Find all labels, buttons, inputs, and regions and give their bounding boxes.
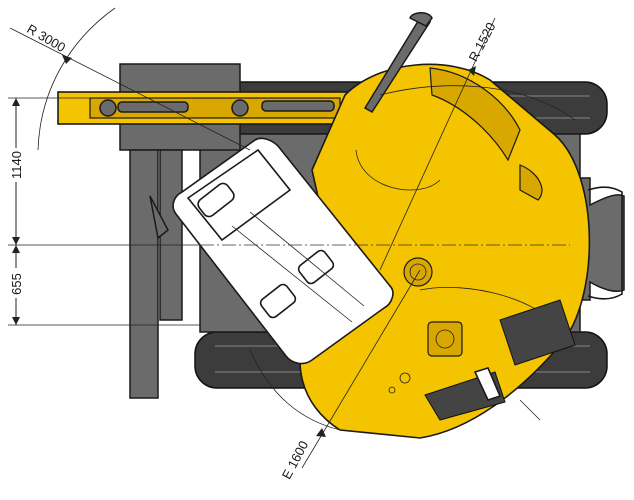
body-contour — [355, 149, 441, 191]
arm-cylinder — [117, 101, 189, 113]
boom-assembly — [57, 63, 359, 399]
engine-hood-shade — [429, 67, 521, 162]
fuel-cap-base — [427, 321, 463, 357]
label-r1520: R 1520 — [466, 20, 499, 64]
bucket-pin — [99, 99, 117, 117]
filler-a — [399, 372, 411, 384]
label-655: 655 — [9, 273, 24, 295]
boom-support-inner — [159, 149, 183, 321]
side-light — [519, 164, 543, 201]
boom-hook — [149, 195, 169, 240]
leader-r1520 — [379, 17, 496, 271]
cab-roof-lines — [231, 211, 365, 323]
dimension-lines — [8, 7, 576, 469]
arm-pin — [231, 99, 249, 117]
cab-wiper — [197, 182, 235, 218]
arrow-r3000 — [62, 55, 72, 64]
operator-cab — [172, 137, 394, 365]
arrow-e1600 — [316, 428, 326, 437]
mirror-arm — [363, 17, 432, 114]
leader-rear — [519, 399, 541, 421]
grille-handle — [473, 367, 502, 401]
mirror-head — [409, 12, 433, 27]
label-1140: 1140 — [9, 151, 24, 179]
arrow-r1520 — [468, 66, 476, 76]
upper-structure — [299, 12, 591, 439]
fuel-cap — [435, 329, 455, 349]
leader-r3000 — [9, 27, 251, 151]
arc-r1520 — [379, 85, 576, 121]
boom-cylinder — [261, 100, 335, 112]
swing-center-ring — [409, 263, 427, 281]
swing-center-cap — [403, 257, 433, 287]
arc-r3000 — [37, 7, 116, 151]
cab-front-window — [186, 148, 292, 242]
filler-b — [388, 386, 396, 394]
cab-hatch-a — [259, 283, 297, 319]
blade-edge — [587, 186, 623, 300]
label-bg-655 — [5, 268, 27, 298]
engine-grille-right — [499, 299, 576, 366]
boom-support-column — [129, 149, 159, 399]
label-r3000: R 3000 — [24, 21, 68, 55]
cab-hatch-b — [297, 249, 335, 285]
label-bg-1140 — [5, 148, 27, 182]
